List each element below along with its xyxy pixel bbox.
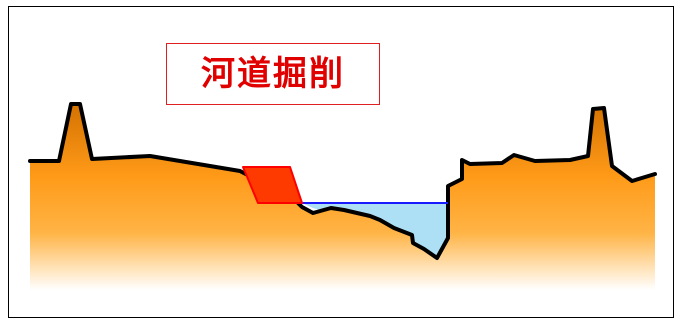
diagram-title: 河道掘削 xyxy=(201,54,345,94)
river-water xyxy=(302,203,448,258)
title-box: 河道掘削 xyxy=(166,43,380,105)
ground-mass xyxy=(30,104,655,290)
ground-surface-line xyxy=(28,102,657,260)
excavation-area xyxy=(242,166,303,204)
